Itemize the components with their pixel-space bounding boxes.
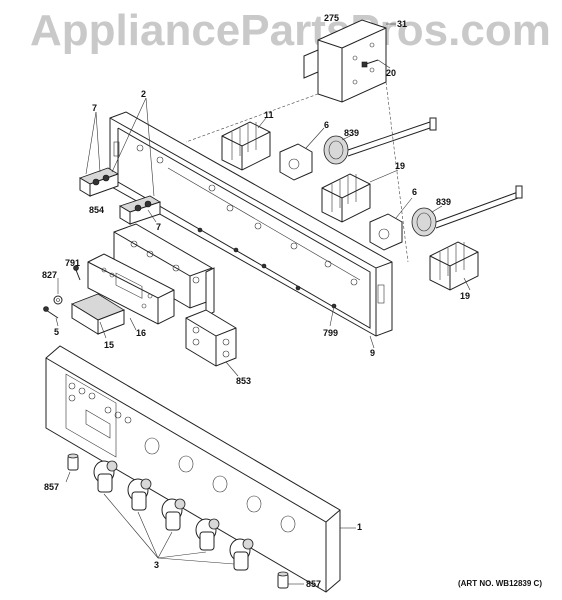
callout-9: 9 bbox=[370, 348, 376, 358]
callout-6-upper: 6 bbox=[324, 120, 330, 130]
callout-2: 2 bbox=[141, 89, 147, 99]
callout-854: 854 bbox=[89, 205, 105, 215]
switch-6-lower bbox=[369, 207, 437, 251]
callout-7-lower: 7 bbox=[156, 222, 162, 232]
infinite-switch-11 bbox=[221, 121, 271, 171]
callout-791: 791 bbox=[65, 258, 81, 268]
screw-20 bbox=[361, 59, 379, 68]
callout-31: 31 bbox=[397, 19, 408, 29]
nut-827 bbox=[53, 295, 63, 305]
infinite-switch-19-upper bbox=[321, 173, 371, 223]
knob-3-c bbox=[161, 498, 186, 531]
callout-5: 5 bbox=[54, 327, 60, 337]
callout-275: 275 bbox=[324, 13, 340, 23]
callout-799: 799 bbox=[323, 328, 339, 338]
thermostat-839-upper bbox=[347, 117, 437, 157]
callout-1: 1 bbox=[357, 522, 363, 532]
switch-7-lower bbox=[119, 195, 161, 225]
callout-7-upper: 7 bbox=[92, 103, 98, 113]
end-cap-857-left bbox=[67, 453, 79, 471]
display-window-15 bbox=[71, 293, 125, 335]
callout-839-lower: 839 bbox=[436, 197, 452, 207]
knob-3-e bbox=[229, 538, 254, 571]
control-board-16 bbox=[87, 253, 175, 325]
callout-15: 15 bbox=[104, 340, 115, 350]
art-number: (ART NO. WB12839 C) bbox=[457, 579, 542, 588]
screw-5 bbox=[43, 306, 59, 319]
callout-19-lower: 19 bbox=[460, 291, 471, 301]
thermostat-839-lower bbox=[435, 185, 523, 229]
knob-3-a bbox=[93, 460, 118, 493]
bracket-853 bbox=[185, 309, 237, 367]
infinite-switch-19-lower bbox=[429, 241, 479, 291]
frame-screws bbox=[197, 227, 337, 309]
end-cap-857-right bbox=[277, 571, 289, 589]
callout-853: 853 bbox=[236, 376, 252, 386]
callout-839-upper: 839 bbox=[344, 128, 360, 138]
screw-791 bbox=[73, 265, 81, 281]
control-panel-1 bbox=[45, 345, 341, 593]
backsplash-frame-9 bbox=[109, 111, 393, 337]
callout-827: 827 bbox=[42, 270, 58, 280]
callout-16: 16 bbox=[136, 328, 147, 338]
switch-7-upper bbox=[79, 167, 119, 197]
callout-3: 3 bbox=[154, 560, 160, 570]
callout-857-right: 857 bbox=[306, 579, 322, 589]
callout-857-left: 857 bbox=[44, 482, 60, 492]
switch-6-upper bbox=[279, 135, 349, 181]
callout-19-upper: 19 bbox=[395, 161, 406, 171]
knob-3-b bbox=[127, 478, 152, 511]
callout-20: 20 bbox=[386, 68, 397, 78]
knob-leaders bbox=[103, 493, 235, 565]
callout-6-lower: 6 bbox=[412, 187, 418, 197]
callout-11: 11 bbox=[264, 110, 274, 120]
watermark: AppliancePartsPros.com bbox=[30, 6, 551, 55]
knob-3-d bbox=[195, 518, 220, 551]
